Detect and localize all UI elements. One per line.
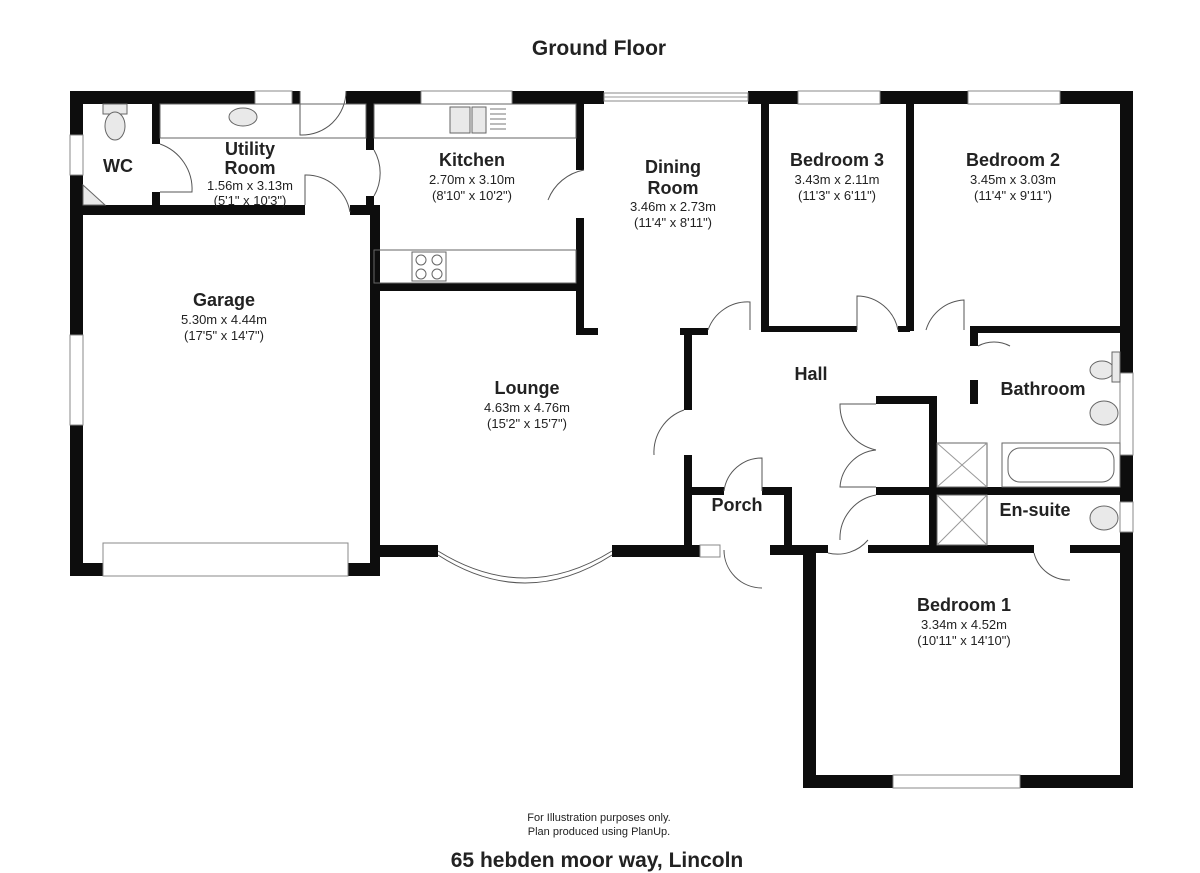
- bedroom1-metric: 3.34m x 4.52m: [921, 617, 1007, 632]
- dining-name-line2: Room: [648, 178, 699, 198]
- bedroom3-name: Bedroom 3: [790, 150, 884, 170]
- room-bathroom: Bathroom: [1001, 379, 1086, 399]
- doors: [159, 90, 1071, 589]
- hall-name: Hall: [794, 364, 827, 384]
- kitchen-metric: 2.70m x 3.10m: [429, 172, 515, 187]
- room-porch: Porch: [711, 495, 762, 515]
- room-ensuite: En-suite: [999, 500, 1070, 520]
- room-hall: Hall: [794, 364, 827, 384]
- room-utility: Utility Room 1.56m x 3.13m (5'1" x 10'3"…: [207, 139, 293, 208]
- dining-name-line1: Dining: [645, 157, 701, 177]
- room-garage: Garage 5.30m x 4.44m (17'5" x 14'7"): [181, 290, 267, 343]
- utility-metric: 1.56m x 3.13m: [207, 178, 293, 193]
- garage-metric: 5.30m x 4.44m: [181, 312, 267, 327]
- room-bedroom2: Bedroom 2 3.45m x 3.03m (11'4" x 9'11"): [966, 150, 1060, 203]
- footer-note-line1: For Illustration purposes only.: [527, 812, 670, 824]
- dining-metric: 3.46m x 2.73m: [630, 199, 716, 214]
- bedroom2-name: Bedroom 2: [966, 150, 1060, 170]
- bedroom2-metric: 3.45m x 3.03m: [970, 172, 1056, 187]
- utility-imperial: (5'1" x 10'3"): [214, 193, 287, 208]
- wc-name: WC: [103, 156, 133, 176]
- utility-name-line1: Utility: [225, 139, 275, 159]
- bedroom1-imperial: (10'11" x 14'10"): [917, 633, 1010, 648]
- footer-note-line2: Plan produced using PlanUp.: [528, 826, 670, 838]
- bedroom3-metric: 3.43m x 2.11m: [794, 172, 879, 187]
- bedroom3-imperial: (11'3" x 6'11"): [798, 188, 876, 203]
- dining-imperial: (11'4" x 8'11"): [634, 215, 712, 230]
- room-dining: Dining Room 3.46m x 2.73m (11'4" x 8'11"…: [630, 157, 716, 230]
- room-kitchen: Kitchen 2.70m x 3.10m (8'10" x 10'2"): [429, 150, 515, 203]
- room-lounge: Lounge 4.63m x 4.76m (15'2" x 15'7"): [484, 378, 570, 431]
- bedroom1-name: Bedroom 1: [917, 595, 1011, 615]
- fixtures: [82, 103, 1121, 546]
- lounge-imperial: (15'2" x 15'7"): [487, 416, 567, 431]
- walls: [70, 91, 1133, 788]
- porch-name: Porch: [711, 495, 762, 515]
- garage-name: Garage: [193, 290, 255, 310]
- kitchen-name: Kitchen: [439, 150, 505, 170]
- lounge-name: Lounge: [495, 378, 560, 398]
- property-address: 65 hebden moor way, Lincoln: [451, 849, 744, 872]
- bathroom-name: Bathroom: [1001, 379, 1086, 399]
- lounge-metric: 4.63m x 4.76m: [484, 400, 570, 415]
- utility-name-line2: Room: [225, 158, 276, 178]
- bedroom2-imperial: (11'4" x 9'11"): [974, 188, 1052, 203]
- kitchen-imperial: (8'10" x 10'2"): [432, 188, 512, 203]
- room-wc: WC: [103, 156, 133, 176]
- windows: [69, 90, 1134, 789]
- room-bedroom3: Bedroom 3 3.43m x 2.11m (11'3" x 6'11"): [790, 150, 884, 203]
- ensuite-name: En-suite: [999, 500, 1070, 520]
- room-bedroom1: Bedroom 1 3.34m x 4.52m (10'11" x 14'10"…: [917, 595, 1011, 648]
- floor-title: Ground Floor: [532, 37, 666, 60]
- garage-imperial: (17'5" x 14'7"): [184, 328, 264, 343]
